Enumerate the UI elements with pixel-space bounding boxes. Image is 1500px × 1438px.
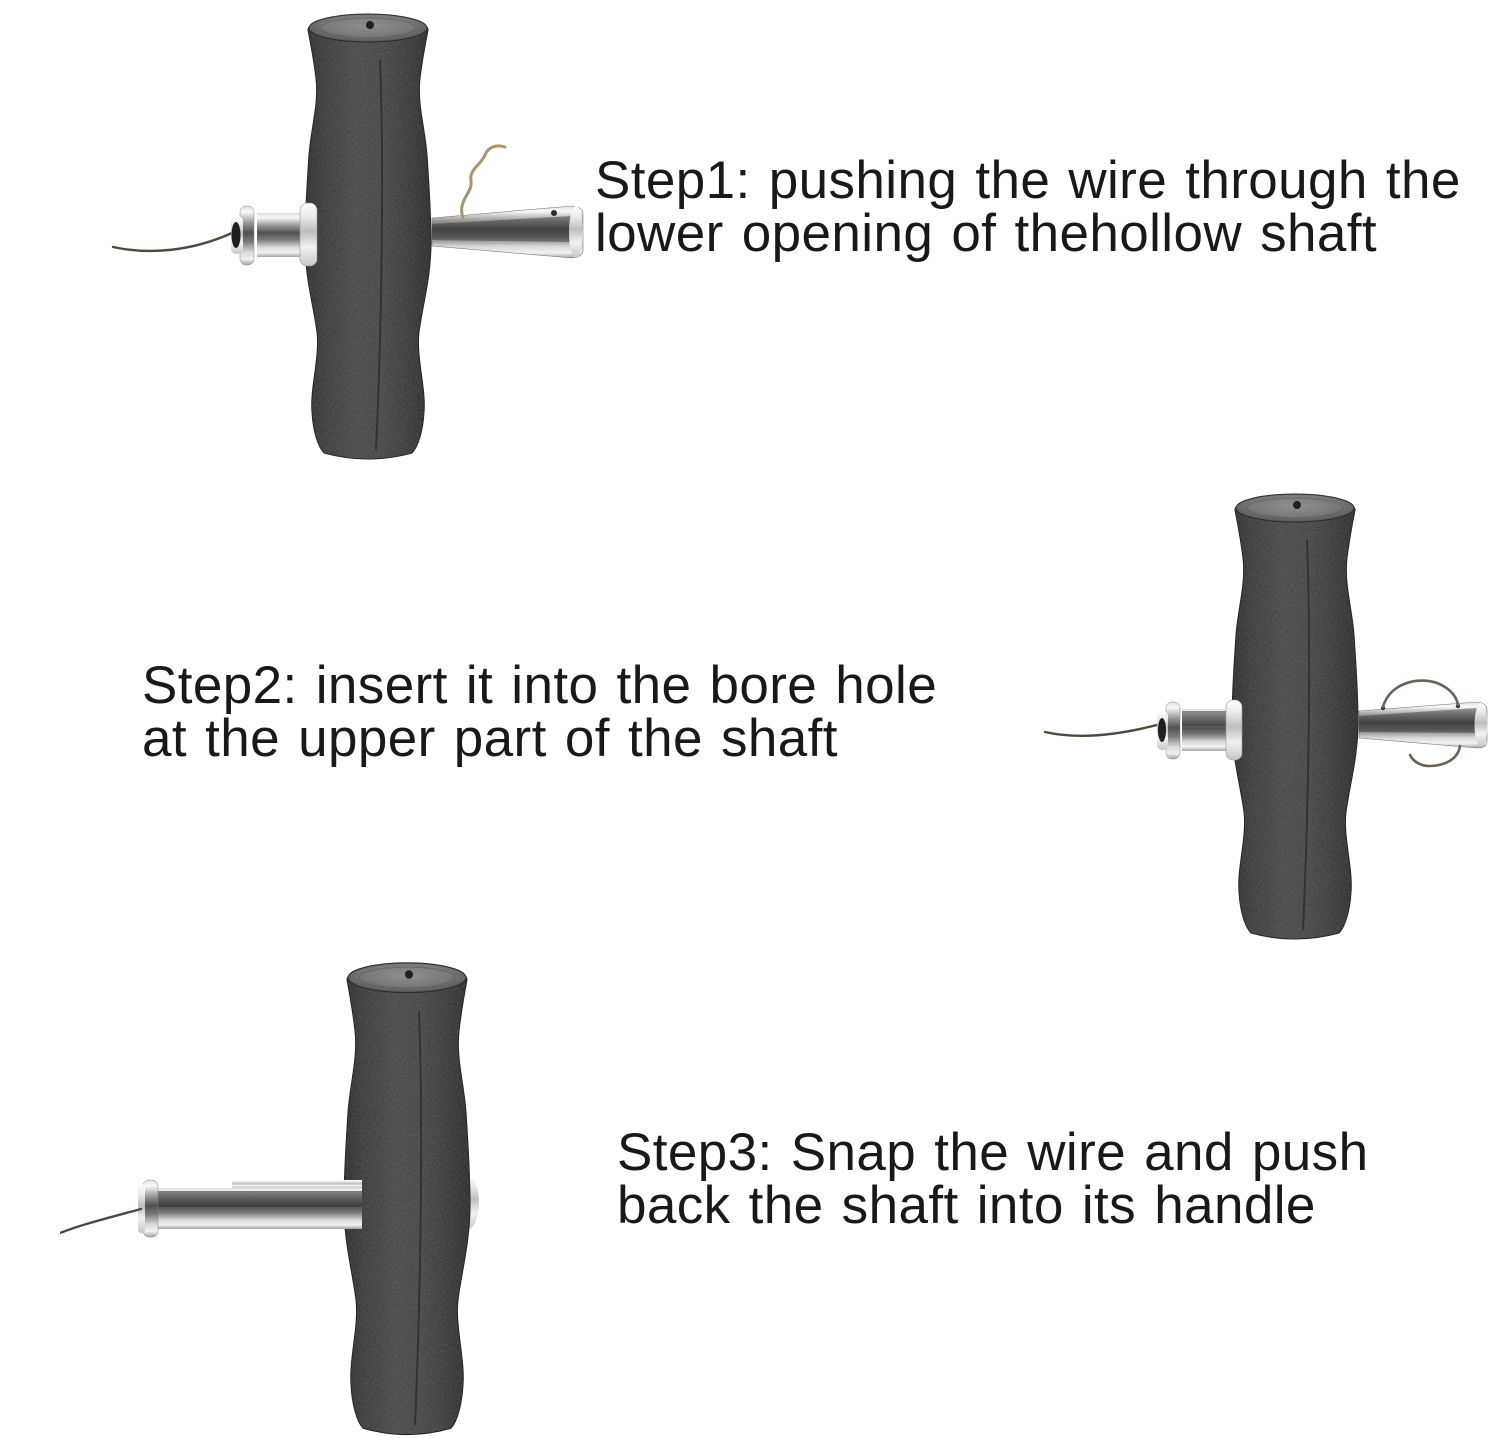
bore-hole [551,210,557,216]
cutting-wire-bent-up [460,144,507,220]
step1-caption-line2: lower opening of thehollow shaft [595,204,1378,263]
step1-caption-line1: Step1: pushing the wire through the [595,151,1461,210]
shaft-left-long [60,1179,362,1238]
step2-caption: Step2: insert it into the bore hole at t… [142,659,937,765]
step3-caption-line1: Step3: Snap the wire and push [617,1123,1369,1182]
shaft-opening [231,222,241,248]
cutting-wire-tail [1408,744,1462,768]
cutting-wire-arc [1381,679,1460,709]
cutting-wire-left [60,1207,143,1235]
cutting-wire-left [111,231,234,253]
shaft-left [111,202,318,267]
step3-caption-line2: back the shaft into its handle [617,1176,1316,1235]
shaft-right-tapered [431,205,584,259]
shaft-left [1043,699,1243,761]
shaft-right-tapered [1358,701,1488,749]
cutting-wire-left [1043,720,1170,738]
step1-caption: Step1: pushing the wire through the lowe… [595,154,1461,260]
tool-photo-step3 [60,950,479,1438]
tool-photo-step1 [111,0,584,480]
tool-handle [344,963,470,1435]
step2-caption-line1: Step2: insert it into the bore hole [142,656,938,715]
tool-handle [305,14,431,459]
tool-photo-step2 [1043,480,1488,970]
step3-caption: Step3: Snap the wire and push back the s… [617,1126,1368,1232]
shaft-opening [1158,718,1166,742]
step2-caption-line2: at the upper part of the shaft [142,709,838,768]
tool-handle [1232,494,1358,939]
